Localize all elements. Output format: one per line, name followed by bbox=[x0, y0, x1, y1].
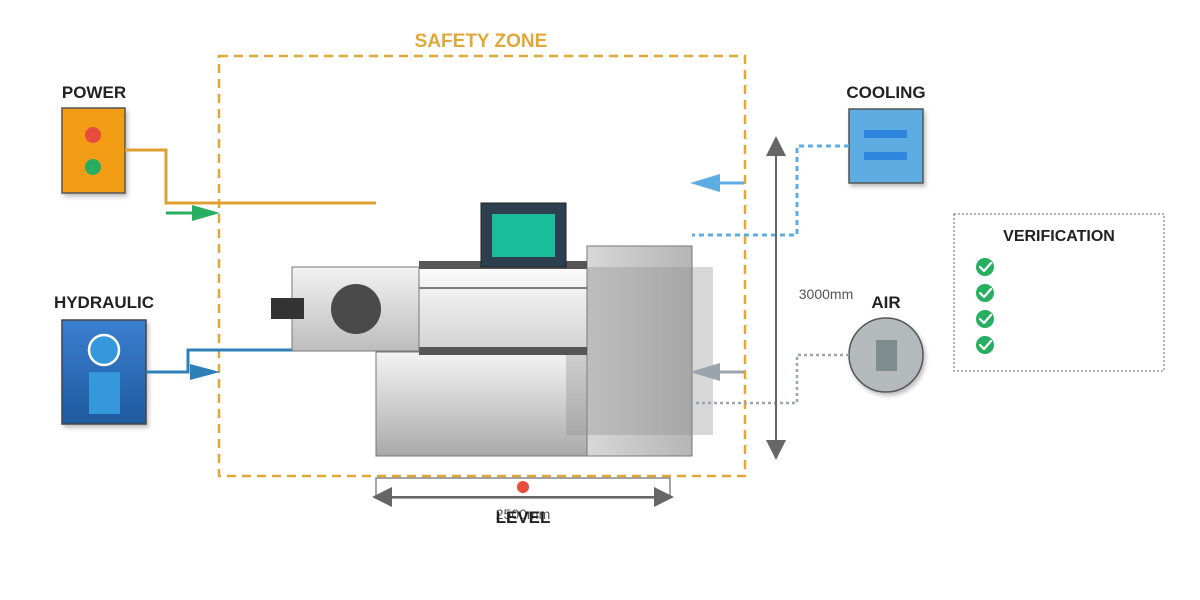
cooling-in-arrow bbox=[690, 174, 744, 192]
machine-bottom-rail bbox=[419, 347, 587, 355]
machine bbox=[271, 202, 713, 457]
motor-shaft bbox=[271, 298, 304, 319]
air-supply[interactable]: AIR bbox=[848, 293, 924, 393]
machine-base bbox=[375, 351, 589, 457]
verification-check-1[interactable] bbox=[976, 258, 994, 276]
safety-zone-boundary bbox=[217, 54, 747, 478]
hydraulic-reservoir-icon bbox=[87, 333, 121, 367]
hydraulic-in-arrow bbox=[190, 364, 220, 380]
verification-panel: VERIFICATION bbox=[953, 213, 1165, 372]
level-indicator: 2500mm LEVEL bbox=[372, 477, 674, 527]
machine-side-panel bbox=[566, 267, 713, 435]
air-line bbox=[692, 353, 849, 405]
power-cable bbox=[125, 148, 376, 205]
cooling-fin-icon-2 bbox=[864, 152, 907, 160]
width-dimension-label: 2500mm bbox=[496, 506, 550, 522]
cooling-title: COOLING bbox=[846, 83, 925, 102]
hydraulic-pump-icon bbox=[89, 372, 120, 414]
check-icon bbox=[976, 284, 994, 302]
hydraulic-title: HYDRAULIC bbox=[54, 293, 154, 312]
machine-cabinet bbox=[586, 245, 693, 457]
safety-zone: SAFETY ZONE bbox=[217, 31, 747, 478]
power-red-indicator bbox=[85, 127, 101, 143]
control-screen[interactable] bbox=[492, 214, 555, 257]
hydraulic-line bbox=[146, 348, 400, 392]
motor-flywheel bbox=[331, 284, 381, 334]
cooling-line bbox=[692, 144, 849, 237]
power-box[interactable] bbox=[61, 107, 126, 194]
power-in-arrow bbox=[166, 205, 220, 221]
level-label: LEVEL bbox=[496, 508, 551, 527]
power-title: POWER bbox=[62, 83, 126, 102]
machine-middle bbox=[418, 267, 588, 353]
cooling-unit[interactable]: COOLING bbox=[846, 83, 926, 184]
safety-zone-title: SAFETY ZONE bbox=[415, 31, 548, 52]
height-dimension: 3000mm bbox=[766, 136, 853, 460]
air-valve-icon bbox=[876, 340, 897, 371]
air-title: AIR bbox=[871, 293, 900, 312]
height-dimension-label: 3000mm bbox=[799, 286, 853, 302]
power-green-indicator bbox=[85, 159, 101, 175]
level-bubble bbox=[517, 481, 529, 493]
hydraulic-unit[interactable]: HYDRAULIC bbox=[54, 293, 154, 425]
verification-check-4[interactable] bbox=[976, 336, 994, 354]
verification-check-2[interactable] bbox=[976, 284, 994, 302]
check-icon bbox=[976, 258, 994, 276]
check-icon bbox=[976, 336, 994, 354]
check-icon bbox=[976, 310, 994, 328]
cooling-fin-icon bbox=[864, 130, 907, 138]
verification-title: VERIFICATION bbox=[1003, 228, 1115, 245]
verification-check-3[interactable] bbox=[976, 310, 994, 328]
power-supply[interactable]: POWER bbox=[61, 83, 126, 194]
cooling-box[interactable] bbox=[848, 108, 924, 184]
air-in-arrow bbox=[690, 363, 744, 381]
